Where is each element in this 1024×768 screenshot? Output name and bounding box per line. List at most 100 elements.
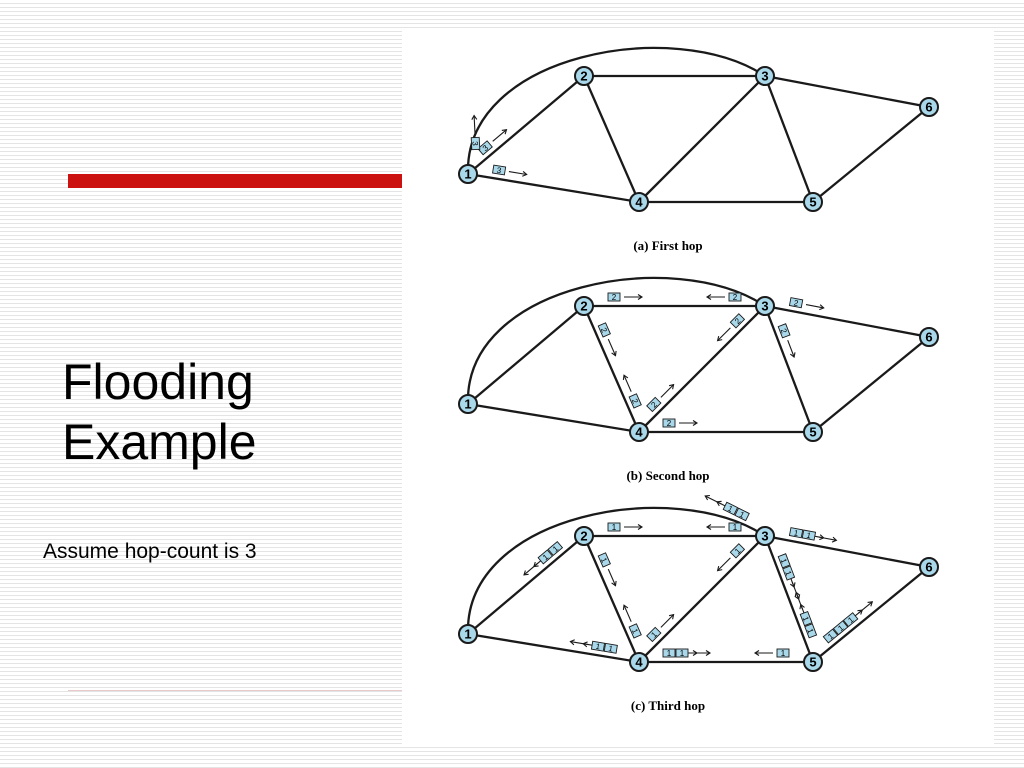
node-circle <box>574 296 594 316</box>
packet-box <box>799 610 813 627</box>
packet-4-to-5: 2 <box>662 418 676 428</box>
packet-box <box>729 313 746 329</box>
packet-arrow <box>805 304 824 309</box>
packet-arrowhead <box>716 565 723 572</box>
packet-arrow <box>607 568 617 586</box>
node-circle <box>755 526 775 546</box>
edge-1-2 <box>467 535 585 635</box>
packet-hop-label: 1 <box>805 627 815 635</box>
packet-hop-label: 1 <box>630 627 640 635</box>
packet-arrowhead <box>622 374 629 380</box>
packet-arrowhead <box>819 304 825 311</box>
node-circle <box>803 422 823 442</box>
packet-hop-label: 1 <box>806 531 813 541</box>
packet-hop-label: 3 <box>470 141 479 146</box>
packet-5-to-6: 1 <box>822 628 839 644</box>
node-3: 3 <box>755 296 775 316</box>
packet-arrow <box>704 495 722 505</box>
packet-box <box>662 418 676 428</box>
packet-1-to-2: 3 <box>477 140 493 156</box>
packet-arrowhead <box>704 494 710 501</box>
packet-4-to-1: 1 <box>603 642 618 654</box>
edge-5-6 <box>812 566 930 663</box>
packet-3-to-1: 1 <box>722 501 739 516</box>
edge-1-3 <box>466 46 766 175</box>
edge-1-4 <box>467 172 640 204</box>
node-circle <box>755 66 775 86</box>
packet-arrow <box>787 340 795 358</box>
packet-arrowhead <box>637 294 644 300</box>
packet-box <box>547 540 564 557</box>
packet-arrowhead <box>692 420 699 426</box>
packet-hop-label: 2 <box>599 326 609 334</box>
node-6: 6 <box>919 557 939 577</box>
node-circle <box>803 192 823 212</box>
slide-subtitle: Assume hop-count is 3 <box>43 540 257 563</box>
node-1: 1 <box>458 164 478 184</box>
packet-arrow <box>660 384 674 398</box>
node-6: 6 <box>919 327 939 347</box>
node-label: 6 <box>925 330 932 345</box>
packet-box <box>603 642 618 654</box>
packet-hop-label: 1 <box>541 552 551 562</box>
packet-arrowhead <box>705 650 712 656</box>
packet-arrowhead <box>794 591 801 598</box>
packet-arrow <box>508 171 527 176</box>
packet-hop-label: 1 <box>551 544 561 554</box>
packet-arrow <box>858 601 873 614</box>
node-3: 3 <box>755 66 775 86</box>
packet-box <box>776 648 790 658</box>
node-2: 2 <box>574 526 594 546</box>
slide-title-line2: Example <box>62 414 257 470</box>
edge-1-4 <box>467 632 640 664</box>
packet-arrow <box>623 604 632 622</box>
packet-box <box>832 620 849 636</box>
node-circle <box>458 624 478 644</box>
packet-hop-label: 1 <box>649 630 659 640</box>
packet-arrow <box>660 614 674 628</box>
panel-caption: (c) Third hop <box>631 698 705 713</box>
packet-hop-label: 2 <box>612 293 617 302</box>
node-circle <box>755 296 775 316</box>
packet-arrowhead <box>753 650 760 656</box>
packet-arrow <box>717 557 731 571</box>
packet-hop-label: 1 <box>781 649 786 658</box>
packet-arrowhead <box>705 524 712 530</box>
packet-hop-label: 1 <box>733 523 738 532</box>
packet-arrow <box>795 592 804 610</box>
edge-2-4 <box>582 305 641 433</box>
packet-1-to-4: 3 <box>492 164 507 176</box>
packet-5-to-3: 1 <box>804 623 818 639</box>
packet-box <box>470 136 481 151</box>
node-label: 3 <box>761 69 768 84</box>
packet-box <box>729 543 746 559</box>
bottom-rule <box>68 690 402 691</box>
packet-arrowhead <box>637 524 644 530</box>
packet-3-to-5: 1 <box>782 565 796 581</box>
node-label: 2 <box>580 529 587 544</box>
packet-hop-label: 2 <box>649 400 659 410</box>
packet-arrowhead <box>501 129 508 135</box>
packet-hop-label: 1 <box>733 546 743 556</box>
packet-3-to-4: 2 <box>729 313 746 329</box>
packet-box <box>607 292 621 302</box>
node-label: 4 <box>635 425 643 440</box>
packet-arrow <box>570 641 589 646</box>
packet-box <box>822 628 839 644</box>
node-label: 5 <box>809 655 816 670</box>
node-circle <box>629 652 649 672</box>
packet-hop-label: 1 <box>836 623 846 633</box>
packet-3-to-2: 2 <box>728 292 742 302</box>
packet-3-to-6: 1 <box>801 529 817 541</box>
edge-3-6 <box>764 534 930 569</box>
packet-box <box>782 565 796 581</box>
node-circle <box>629 192 649 212</box>
packet-arrowhead <box>716 335 723 342</box>
packet-5-to-3: 1 <box>799 610 813 627</box>
edge-1-4 <box>467 402 640 434</box>
packet-2-to-1: 1 <box>537 549 554 565</box>
node-5: 5 <box>803 192 823 212</box>
node-circle <box>458 164 478 184</box>
